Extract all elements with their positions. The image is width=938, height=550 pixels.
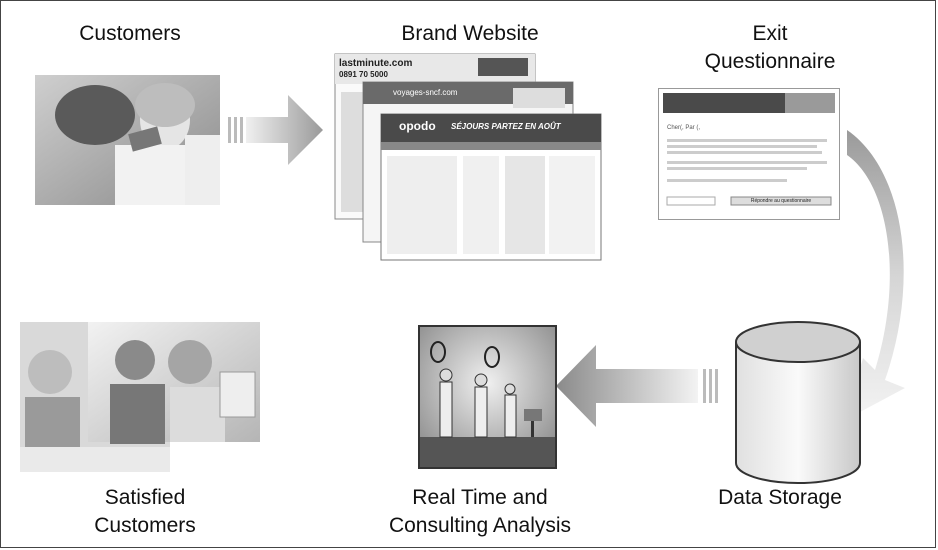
website-back-phone: 0891 70 5000 xyxy=(339,70,388,79)
questionnaire-greeting: Cher(, Par (, xyxy=(667,125,701,131)
questionnaire-submit-button: Répondre au questionnaire xyxy=(750,198,812,204)
website-front-banner: SÉJOURS PARTEZ EN AOÛT xyxy=(451,122,561,131)
satisfied-customers-photo xyxy=(20,322,260,472)
label-brand-website: Brand Website xyxy=(401,22,539,45)
label-real-time-line2: Consulting Analysis xyxy=(388,514,572,537)
label-satisfied-line2: Customers xyxy=(94,514,196,537)
website-front-logo: opodo xyxy=(399,119,436,133)
data-storage-cylinder xyxy=(734,320,862,485)
label-satisfied-customers: Satisfied Customers xyxy=(60,484,230,540)
arrow-storage-to-analysis xyxy=(556,345,721,427)
label-satisfied-line1: Satisfied xyxy=(104,486,186,509)
brand-website-screens: lastminute.com 0891 70 5000 voyages-sncf… xyxy=(333,52,603,262)
website-middle-logo: voyages-sncf.com xyxy=(393,88,458,97)
label-exit-line1: Exit xyxy=(752,22,788,45)
exit-questionnaire-screen: Cher(, Par (, Répondre au questionnaire xyxy=(658,88,840,220)
website-back-logo: lastminute.com xyxy=(339,58,413,69)
arrow-customers-to-website xyxy=(228,95,323,165)
label-data-storage: Data Storage xyxy=(718,486,842,509)
label-exit-questionnaire: Exit Questionnaire xyxy=(680,20,860,76)
customers-photo xyxy=(35,75,220,205)
analysis-illustration xyxy=(418,325,557,469)
label-real-time-line1: Real Time and xyxy=(412,486,548,509)
arrow-questionnaire-to-storage xyxy=(845,130,925,420)
label-customers: Customers xyxy=(79,22,181,45)
label-real-time-analysis: Real Time and Consulting Analysis xyxy=(365,484,595,540)
label-exit-line2: Questionnaire xyxy=(704,50,836,73)
